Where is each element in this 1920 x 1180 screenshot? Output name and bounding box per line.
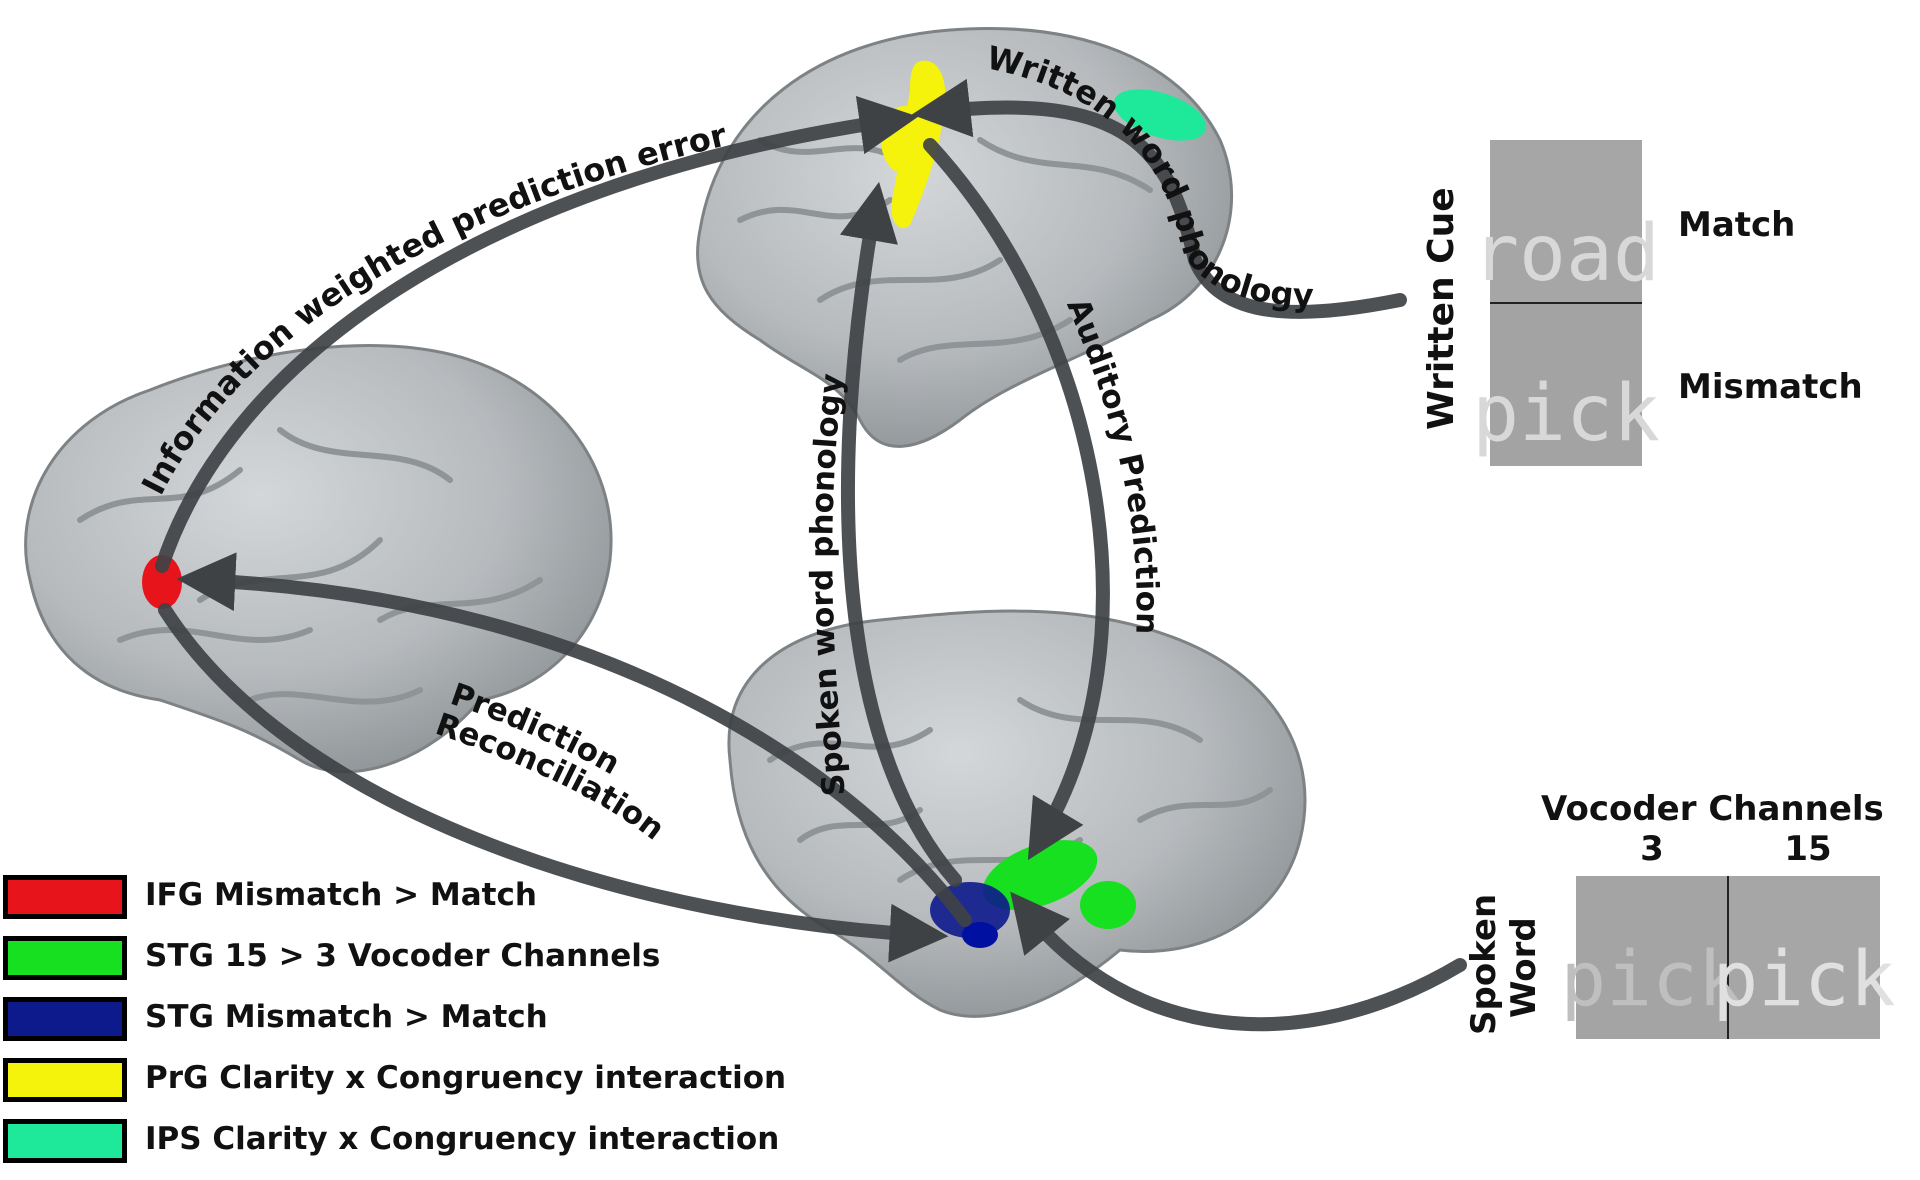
arrow-written-phonology <box>911 78 1407 319</box>
legend-label-ips: IPS Clarity x Congruency interaction <box>145 1121 780 1157</box>
spoken-word-label-1: Spoken <box>1464 894 1504 1035</box>
legend-swatch-ips <box>3 1119 127 1163</box>
mismatch-label: Mismatch <box>1678 367 1863 407</box>
legend-label-stg-mismatch: STG Mismatch > Match <box>145 999 548 1035</box>
written-cue-image-match <box>1490 140 1642 303</box>
ips-blob <box>1113 89 1207 141</box>
written-cue-label: Written Cue <box>1421 187 1462 430</box>
legend-item-ips: IPS Clarity x Congruency interaction <box>0 1119 820 1180</box>
vocoder-channel-3: 3 <box>1640 829 1664 869</box>
legend-label-stg-vocoder: STG 15 > 3 Vocoder Channels <box>145 938 661 974</box>
legend-label-ifg: IFG Mismatch > Match <box>145 877 537 913</box>
legend-item-stg-mismatch: STG Mismatch > Match <box>0 997 820 1058</box>
arrow-spoken-phonology <box>839 181 962 887</box>
legend-label-prg: PrG Clarity x Congruency interaction <box>145 1060 787 1096</box>
written-cue-word-mismatch: pick <box>1472 369 1660 459</box>
vocoder-image-3 <box>1576 876 1728 1039</box>
spoken-word-label-2: Word <box>1504 917 1544 1018</box>
arrow-ifg-to-stg <box>158 603 949 963</box>
arrow-info-prediction-error <box>155 95 919 573</box>
legend-swatch-stg-vocoder <box>3 936 127 980</box>
arrow-stg-to-ifg <box>176 552 972 927</box>
ifg-blob <box>142 555 182 609</box>
vocoder-image-15 <box>1728 876 1880 1039</box>
vocoder-title: Vocoder Channels <box>1541 789 1884 829</box>
legend-item-prg: PrG Clarity x Congruency interaction <box>0 1058 820 1119</box>
legend-swatch-prg <box>3 1058 127 1102</box>
legend-item-ifg: IFG Mismatch > Match <box>0 875 820 936</box>
written-cue-word-match: road <box>1472 209 1660 299</box>
stg-mismatch-blob-2 <box>962 922 998 948</box>
arrow-spoken-input <box>1010 891 1467 1032</box>
vocoder-channel-15: 15 <box>1784 829 1831 869</box>
written-cue-image-mismatch <box>1490 303 1642 466</box>
legend: IFG Mismatch > Match STG 15 > 3 Vocoder … <box>0 875 820 1180</box>
arrow-auditory-prediction <box>923 138 1110 861</box>
brain-left <box>24 344 613 774</box>
stg-vocoder-blob-2 <box>1080 881 1136 929</box>
legend-item-stg-vocoder: STG 15 > 3 Vocoder Channels <box>0 936 820 997</box>
label-auditory-prediction: Auditory Prediction <box>1059 293 1165 635</box>
vocoder-word-15: pick <box>1712 934 1895 1023</box>
legend-swatch-stg-mismatch <box>3 997 127 1041</box>
legend-swatch-ifg <box>3 875 127 919</box>
match-label: Match <box>1678 205 1795 245</box>
vocoder-word-3: pick <box>1560 934 1743 1023</box>
